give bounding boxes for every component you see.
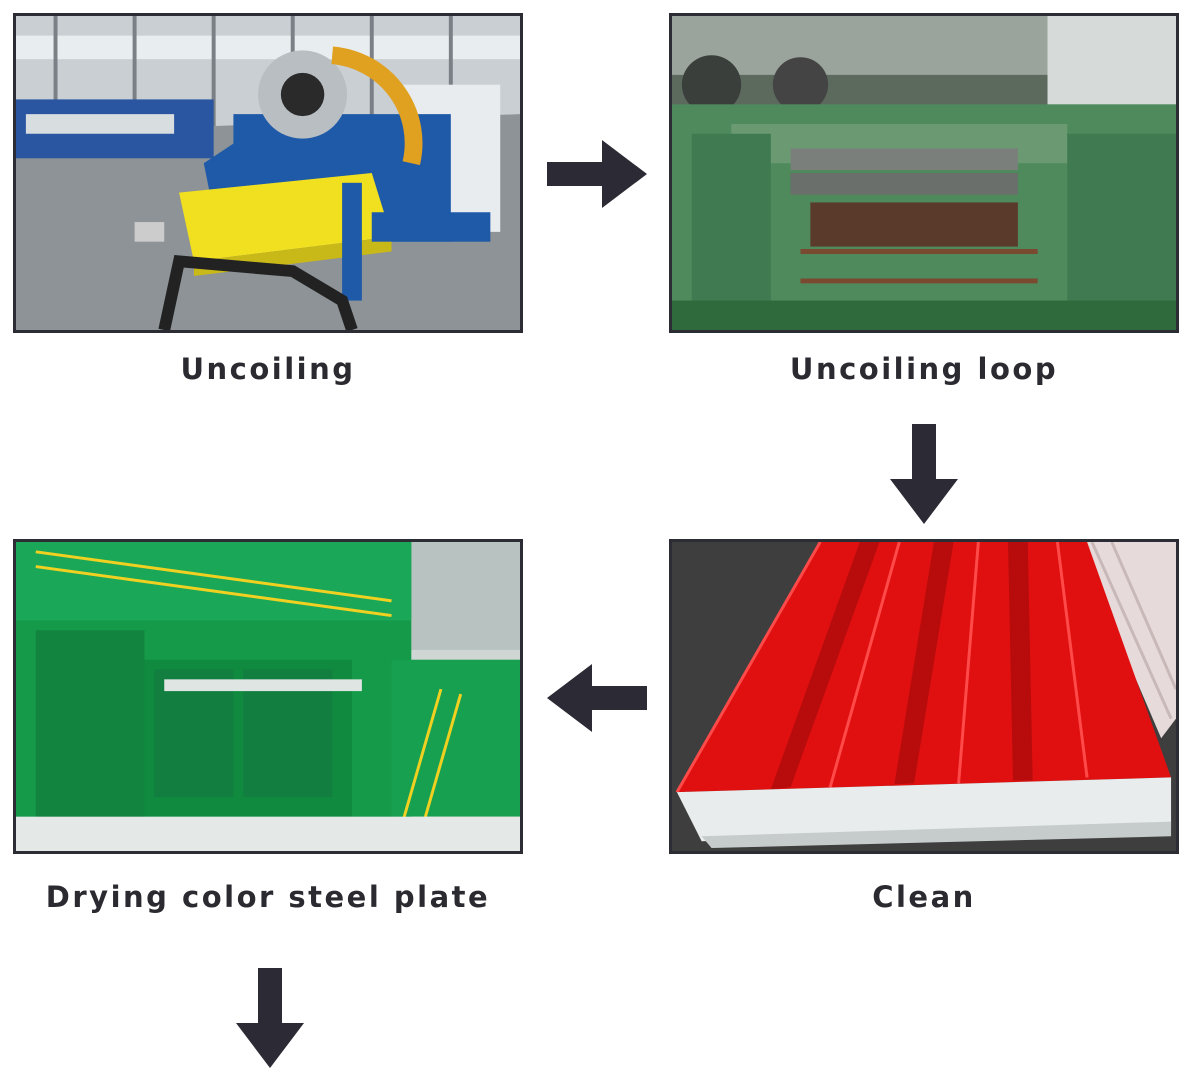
arrow-down-icon — [890, 424, 958, 524]
uncoiling-loop-photo — [669, 13, 1179, 333]
clean-caption: Clean — [872, 880, 976, 914]
arrow-left-icon — [547, 664, 647, 732]
drying-caption: Drying color steel plate — [45, 880, 491, 914]
uncoiling-caption: Uncoiling — [180, 352, 356, 386]
clean-photo — [669, 539, 1179, 854]
arrow-down-next-icon — [236, 968, 304, 1068]
drying-photo — [13, 539, 523, 854]
arrow-right-icon — [547, 140, 647, 208]
uncoiling-loop-caption: Uncoiling loop — [789, 352, 1059, 386]
uncoiling-photo — [13, 13, 523, 333]
